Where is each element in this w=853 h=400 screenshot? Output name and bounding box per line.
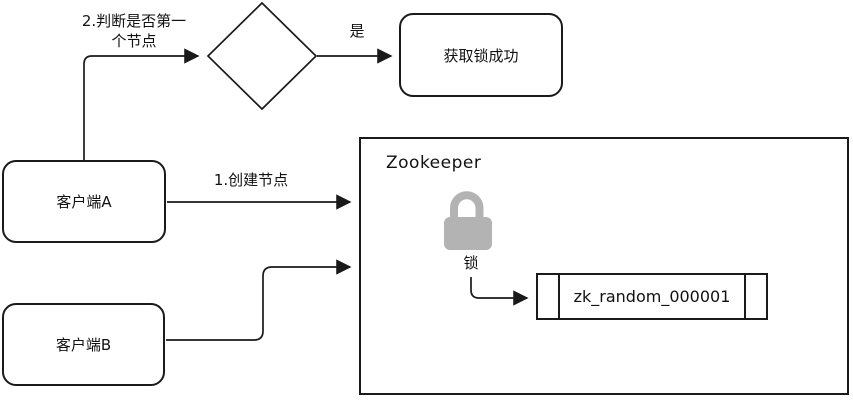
edge-label-step1: 1.创建节点 [213,171,289,189]
node-client-b: 客户端B [2,303,165,386]
znode-divider-right [744,275,746,318]
node-acquire-lock-success: 获取锁成功 [399,13,563,97]
znode-divider-left [558,275,560,318]
lock-label: 锁 [463,254,479,272]
zookeeper-container [359,137,849,395]
node-znode: zk_random_000001 [536,273,768,320]
node-decision-label: 是第一个 节点 [231,36,292,75]
node-znode-label: zk_random_000001 [573,287,731,306]
node-client-a: 客户端A [2,160,166,243]
node-client-b-label: 客户端B [55,336,112,354]
edge-label-yes: 是 [349,22,365,40]
edge-label-step2: 2.判断是否第一 个节点 [81,12,187,51]
edge-clientb-to-zookeeper [166,259,352,341]
zookeeper-title: Zookeeper [386,153,482,173]
node-acquire-lock-success-label: 获取锁成功 [443,46,519,65]
edge-clienta-to-decision [83,48,200,161]
node-client-a-label: 客户端A [56,193,112,211]
